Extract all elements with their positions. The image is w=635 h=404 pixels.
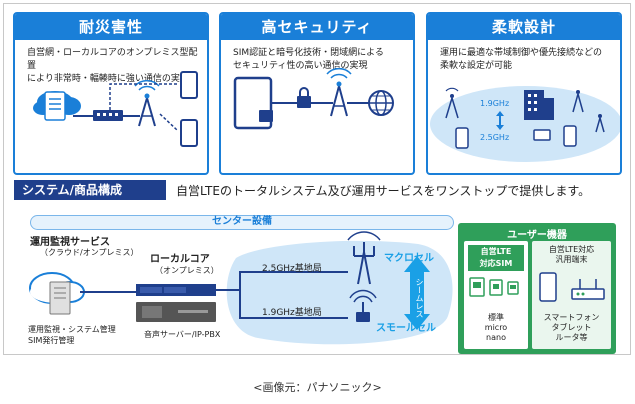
seamless-arrow-icon <box>404 256 430 330</box>
sim-label-line: 自営LTE <box>480 247 512 256</box>
card-title: 柔軟設計 <box>428 14 620 40</box>
desc-line: により非常時・輻輳時に強い通信の実現 <box>27 74 189 84</box>
building-icon <box>524 90 554 120</box>
device-type: タブレット <box>551 323 592 332</box>
smartphone-icon <box>563 125 577 147</box>
router-icon <box>571 288 605 300</box>
system-description: 自営LTEのトータルシステム及び運用サービスをワンストップで提供します。 <box>176 184 591 198</box>
sim-chip-icon <box>259 110 273 122</box>
seamless-label: シームレス <box>415 278 424 318</box>
device-section: 自営LTE対応 汎用端末 スマートフォン タブレット ルータ等 <box>532 241 611 349</box>
system-label: システム/商品構成 <box>14 180 166 200</box>
tablet-icon <box>533 129 551 141</box>
diagram-frame: 耐災害性 自営網・ローカルコアのオンプレミス型配置 により非常時・輻輳時に強い通… <box>3 3 631 355</box>
antenna-icon <box>326 68 352 117</box>
user-equipment-title: ユーザー機器 <box>507 230 567 241</box>
freq-label-bottom: 2.5GHz <box>480 133 509 142</box>
sim-label: 自営LTE 対応SIM <box>468 245 524 271</box>
sim-card-icon <box>469 277 519 297</box>
macro-cell-label: マクロセル <box>384 253 434 264</box>
card-description: SIM認証と暗号化技術・閉域網による セキュリティ性の高い通信の実現 <box>221 40 413 73</box>
ops-service-title: 運用監視サービス <box>30 237 110 248</box>
desc-line: セキュリティ性の高い通信の実現 <box>233 61 368 71</box>
antenna-icon <box>595 114 605 133</box>
ops-service-subtitle: （クラウド/オンプレミス） <box>40 248 139 257</box>
smartphone-icon <box>455 127 469 149</box>
user-equipment-panel: ユーザー機器 自営LTE 対応SIM 標準 micro nano 自 <box>458 223 616 354</box>
card-disaster-resilience: 耐災害性 自営網・ローカルコアのオンプレミス型配置 により非常時・輻輳時に強い通… <box>13 12 209 175</box>
ops-mgmt-line2: SIM発行管理 <box>28 336 75 345</box>
sim-type: micro <box>484 323 508 332</box>
device-label-line: 自営LTE対応 <box>548 245 595 254</box>
base-station-19-label: 1.9GHz基地局 <box>262 308 322 318</box>
smartphone-icon <box>180 71 198 99</box>
device-label-line: 汎用端末 <box>555 255 588 264</box>
sim-type: nano <box>486 333 506 342</box>
sim-type: 標準 <box>488 313 504 322</box>
sim-section: 自営LTE 対応SIM 標準 micro nano <box>464 241 528 349</box>
local-core-icon <box>136 284 216 322</box>
lock-icon <box>297 87 311 108</box>
desc-line: 柔軟な設定が可能 <box>440 61 513 71</box>
card-title: 高セキュリティ <box>221 14 413 40</box>
antenna-icon <box>445 87 459 119</box>
tablet-lock-icon <box>233 68 394 130</box>
globe-icon <box>368 90 394 116</box>
base-station-25-label: 2.5GHz基地局 <box>262 264 322 274</box>
card-high-security: 高セキュリティ SIM認証と暗号化技術・閉域網による セキュリティ性の高い通信の… <box>219 12 415 175</box>
small-cell-label: スモールセル <box>376 323 436 334</box>
sim-label-line: 対応SIM <box>479 259 513 268</box>
center-equipment-label: センター設備 <box>30 215 454 230</box>
system-header: システム/商品構成 自営LTEのトータルシステム及び運用サービスをワンストップで… <box>14 180 620 200</box>
switch-icon <box>73 110 140 121</box>
card-description: 運用に最適な帯域制御や優先接続などの 柔軟な設定が可能 <box>428 40 620 73</box>
sim-types: 標準 micro nano <box>464 313 528 343</box>
local-core-title: ローカルコア <box>150 254 210 265</box>
desc-line: 運用に最適な帯域制御や優先接続などの <box>440 48 603 58</box>
local-core-subtitle: （オンプレミス） <box>155 266 219 275</box>
ops-mgmt-line1: 運用監視・システム管理 <box>28 325 116 334</box>
card-title: 耐災害性 <box>15 14 207 40</box>
flexible-band-icon: 1.9GHz 2.5GHz <box>430 86 620 162</box>
card-description: 自営網・ローカルコアのオンプレミス型配置 により非常時・輻輳時に強い通信の実現 <box>15 40 207 86</box>
cloud-icon <box>33 91 81 121</box>
smartphone-icon <box>539 272 557 302</box>
macro-antenna-icon <box>347 231 381 285</box>
device-types: スマートフォン タブレット ルータ等 <box>532 313 611 343</box>
voice-server-label: 音声サーバー/IP-PBX <box>144 330 221 339</box>
smartphone-icon <box>180 119 198 147</box>
freq-label-top: 1.9GHz <box>480 99 509 108</box>
server-network-icon <box>33 71 198 147</box>
image-credit-caption: <画像元：パナソニック> <box>253 381 382 394</box>
system-diagram <box>29 231 453 345</box>
device-type: ルータ等 <box>555 333 588 342</box>
antenna-icon <box>134 79 160 127</box>
device-type: スマートフォン <box>543 313 600 322</box>
antenna-icon <box>572 90 584 113</box>
desc-line: 自営網・ローカルコアのオンプレミス型配置 <box>27 48 198 71</box>
cloud-server-icon <box>29 272 85 315</box>
device-icons <box>539 272 605 302</box>
desc-line: SIM認証と暗号化技術・閉域網による <box>233 48 384 58</box>
card-flexible-design: 柔軟設計 運用に最適な帯域制御や優先接続などの 柔軟な設定が可能 1.9GHz … <box>426 12 622 175</box>
device-label: 自営LTE対応 汎用端末 <box>532 245 611 265</box>
small-cell-antenna-icon <box>349 289 377 322</box>
